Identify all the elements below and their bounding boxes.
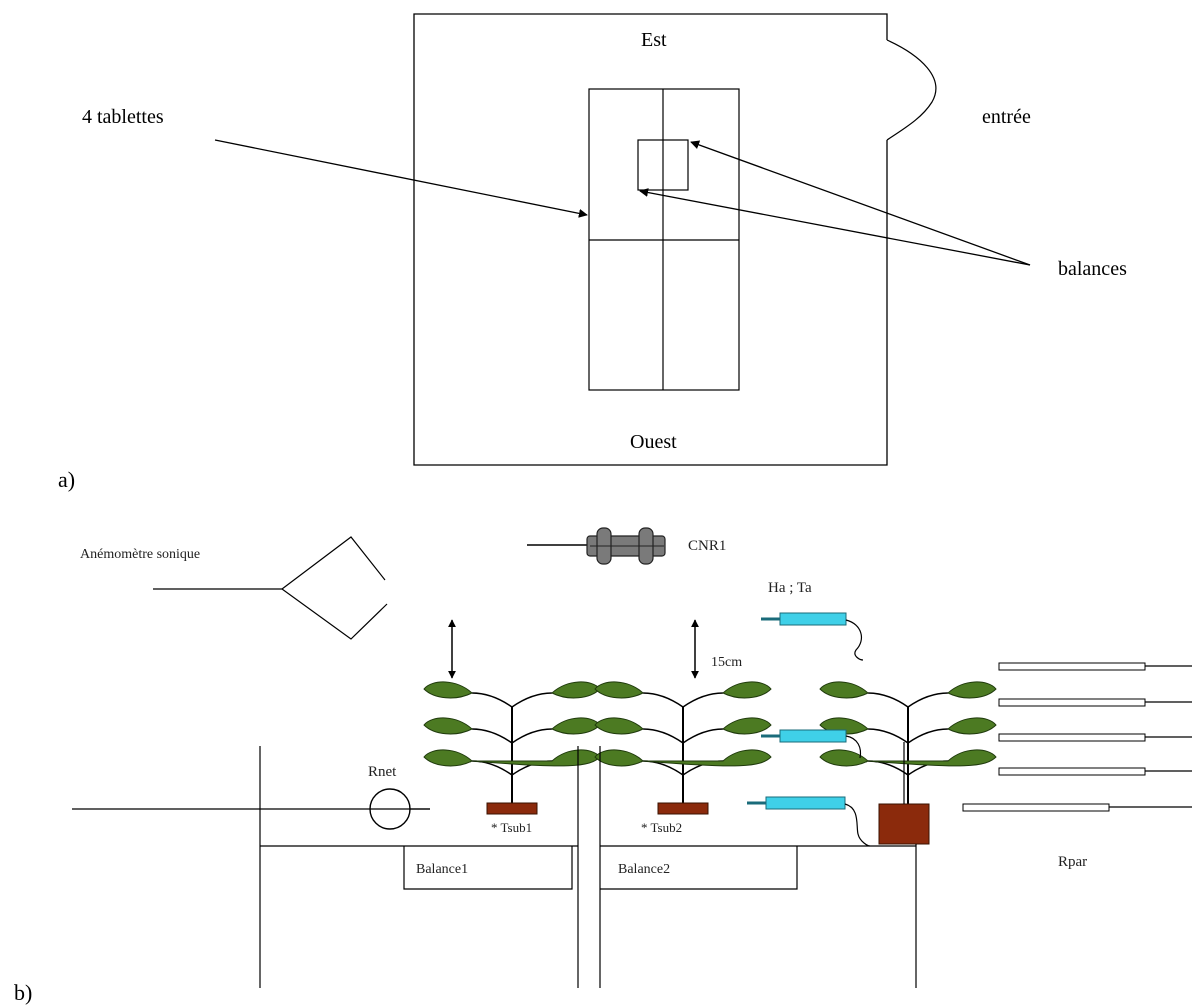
ha-ta-label: Ha ; Ta: [768, 580, 812, 596]
panel-b: Anémomètre sonique CNR1 Ha ; Ta 15cm: [14, 527, 1192, 1005]
south-label: Ouest: [630, 431, 677, 453]
entrance-label: entrée: [982, 106, 1031, 128]
canopy-probe-lower: [747, 796, 871, 847]
tablets-label: 4 tablettes: [82, 106, 164, 128]
scales-arrow-2: [639, 188, 1031, 266]
plant-2: [594, 680, 772, 812]
rpar-label: Rpar: [1058, 854, 1087, 870]
panel-a: Est Ouest entrée 4 tablettes balances a): [58, 13, 1127, 492]
rnet-label: Rnet: [368, 764, 397, 780]
balance1-label: Balance1: [416, 862, 468, 877]
plant-1: [423, 680, 601, 812]
scales-box: [637, 139, 689, 191]
pot-1: [486, 802, 538, 815]
pot-2: [657, 802, 709, 815]
cnr1-label: CNR1: [688, 538, 726, 554]
ha-ta-probe-icon: [761, 612, 864, 661]
greenhouse-outline: [413, 13, 888, 466]
panel-b-label: b): [14, 980, 32, 1005]
north-label: Est: [641, 29, 667, 51]
scales-arrow-1: [690, 140, 1031, 266]
tsub1-label: * Tsub1: [491, 820, 532, 835]
rpar-sensors: [962, 662, 1192, 812]
pot-3: [878, 803, 930, 845]
sonic-anemometer: [153, 536, 388, 640]
balance-2: [600, 846, 798, 890]
bench-frame: [259, 742, 917, 988]
tablets-arrow: [214, 139, 588, 218]
entrance-door: [886, 39, 937, 141]
canopy-probe-upper: [761, 729, 862, 759]
scales-label: balances: [1058, 258, 1127, 280]
balance-1: [403, 846, 573, 890]
balance2-label: Balance2: [618, 862, 670, 877]
distance-label: 15cm: [711, 655, 742, 670]
rnet-sensor-icon: [72, 788, 430, 830]
plant-3: [819, 680, 997, 812]
tsub2-label: * Tsub2: [641, 820, 682, 835]
panel-a-label: a): [58, 467, 75, 492]
sonic-anemometer-label: Anémomètre sonique: [80, 547, 200, 562]
cnr1-sensor-icon: [527, 527, 666, 565]
